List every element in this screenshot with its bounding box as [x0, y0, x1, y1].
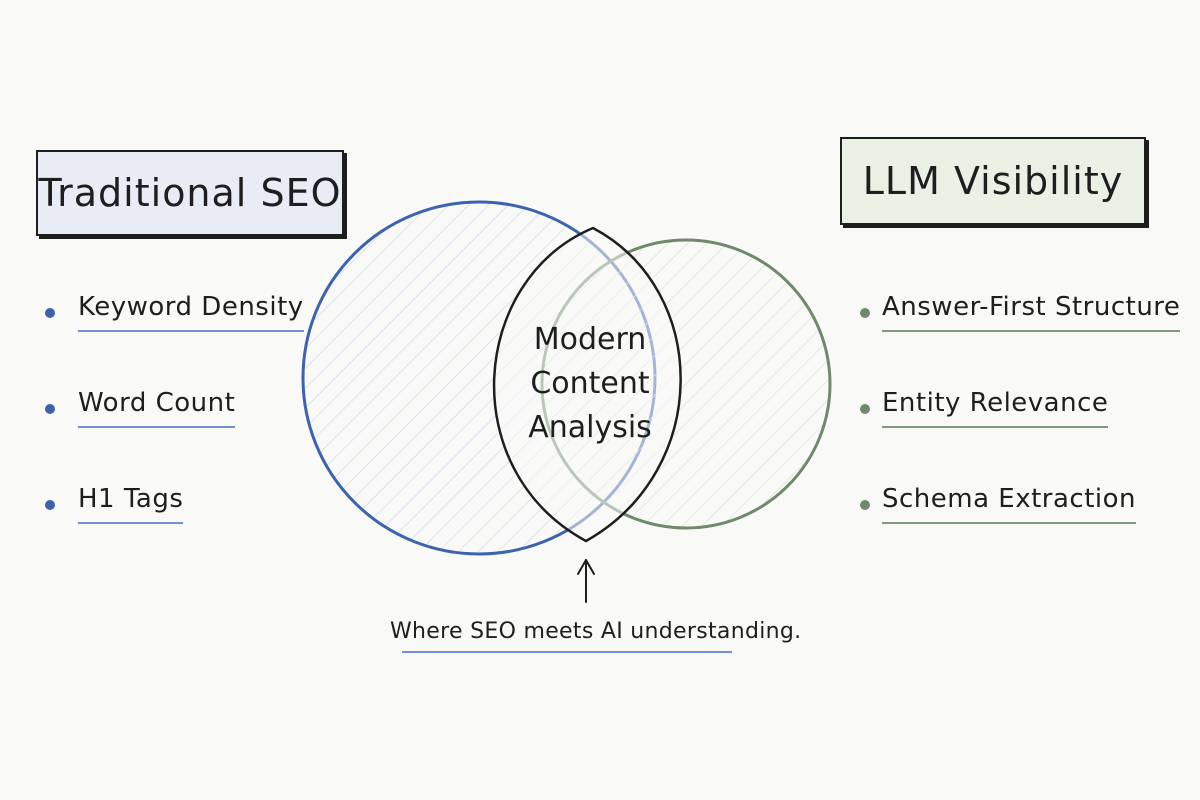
intersection-label-line: Content — [530, 366, 650, 401]
list-item-label: Keyword Density — [78, 292, 304, 332]
list-item-label: Entity Relevance — [882, 388, 1109, 428]
list-item-label: Schema Extraction — [882, 484, 1137, 524]
llm-visibility-title-text: LLM Visibility — [862, 159, 1124, 203]
list-item-label: Answer-First Structure — [882, 292, 1181, 332]
list-item-label: Word Count — [78, 388, 236, 428]
traditional-seo-title: Traditional SEO — [36, 150, 344, 236]
intersection-label: Modern Content Analysis — [495, 318, 685, 450]
arrow-up-icon — [577, 559, 595, 603]
caption-underline — [402, 651, 732, 653]
bullet-dot-icon — [45, 404, 55, 414]
bullet-dot-icon — [860, 500, 870, 510]
traditional-seo-title-text: Traditional SEO — [38, 171, 342, 215]
bullet-dot-icon — [45, 308, 55, 318]
intersection-label-line: Modern — [533, 322, 647, 357]
bullet-dot-icon — [860, 308, 870, 318]
list-item-label: H1 Tags — [78, 484, 184, 524]
intersection-label-line: Analysis — [528, 410, 652, 445]
caption: Where SEO meets AI understanding. — [390, 619, 802, 644]
bullet-dot-icon — [860, 404, 870, 414]
llm-visibility-title: LLM Visibility — [840, 137, 1146, 225]
bullet-dot-icon — [45, 500, 55, 510]
intersection-lens — [493, 226, 682, 543]
